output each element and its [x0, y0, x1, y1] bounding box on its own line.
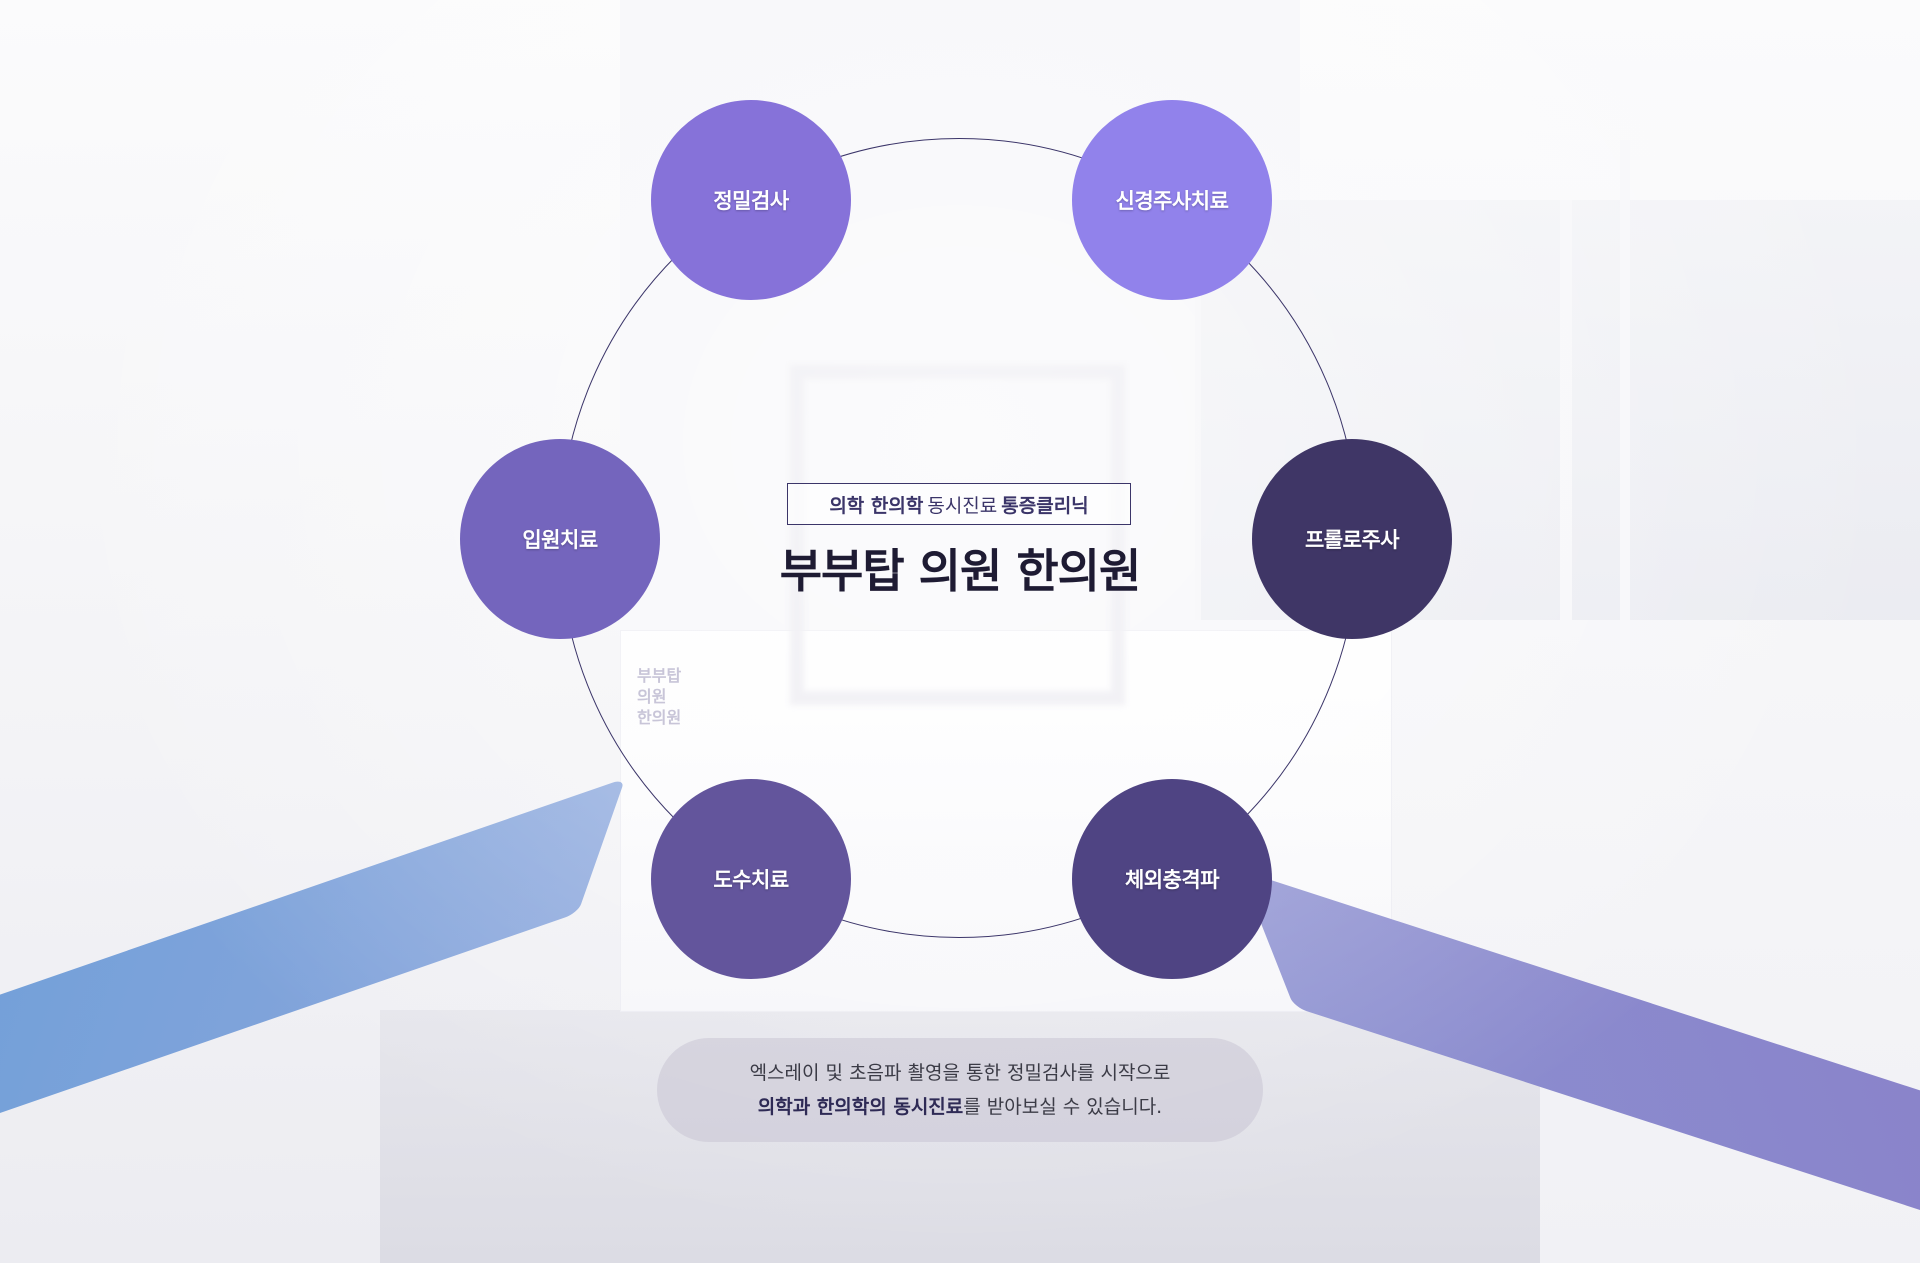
node-label: 신경주사치료 [1115, 189, 1229, 213]
tagline-part: 의학 한의학 [829, 494, 924, 517]
center-title: 부부탑 의원 한의원 [779, 544, 1142, 598]
center-tagline: 의학 한의학 동시진료 통증클리닉 [787, 483, 1131, 525]
tagline-part: 동시진료 [927, 494, 998, 517]
node-label: 입원치료 [522, 528, 598, 552]
node-manual-therapy[interactable]: 도수치료 [651, 779, 851, 979]
caption-box: 엑스레이 및 초음파 촬영을 통한 정밀검사를 시작으로 의학과 한의학의 동시… [657, 1038, 1263, 1142]
node-inpatient-care[interactable]: 입원치료 [460, 439, 660, 639]
node-label: 도수치료 [713, 868, 789, 892]
tagline-part: 통증클리닉 [1001, 494, 1089, 517]
caption-line-2: 의학과 한의학의 동시진료를 받아보실 수 있습니다. [758, 1090, 1162, 1124]
caption-highlight: 의학과 한의학의 동시진료 [757, 1096, 964, 1118]
node-precision-exam[interactable]: 정밀검사 [651, 100, 851, 300]
node-label: 프롤로주사 [1304, 528, 1400, 552]
node-label: 체외충격파 [1124, 868, 1220, 892]
node-nerve-injection[interactable]: 신경주사치료 [1072, 100, 1272, 300]
node-prolotherapy[interactable]: 프롤로주사 [1252, 439, 1452, 639]
caption-line-2-rest: 를 받아보실 수 있습니다. [963, 1096, 1163, 1118]
caption-line-1: 엑스레이 및 초음파 촬영을 통한 정밀검사를 시작으로 [749, 1062, 1171, 1084]
node-shockwave-therapy[interactable]: 체외충격파 [1072, 779, 1272, 979]
node-label: 정밀검사 [713, 189, 789, 213]
